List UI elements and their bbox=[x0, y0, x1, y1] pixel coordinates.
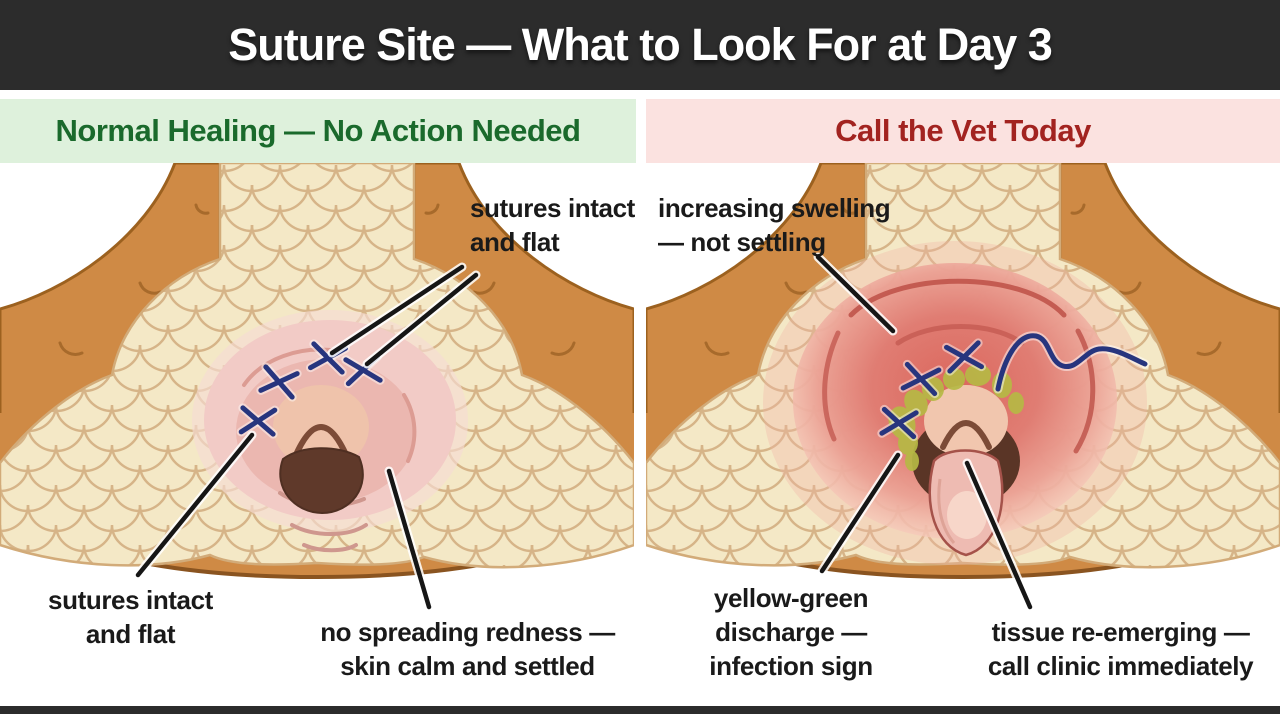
header-divider bbox=[636, 99, 646, 163]
label-line: and flat bbox=[85, 619, 176, 649]
label-line: sutures intact bbox=[470, 193, 635, 223]
illustration-panels: sutures intact and flat sutures intact a… bbox=[0, 163, 1280, 703]
label-line: no spreading redness — bbox=[320, 617, 615, 647]
label-no-spreading-redness: no spreading redness — skin calm and set… bbox=[295, 615, 640, 683]
suture-x-icon bbox=[256, 362, 302, 402]
normal-healing-panel: sutures intact and flat sutures intact a… bbox=[0, 163, 635, 703]
column-headers: Normal Healing — No Action Needed Call t… bbox=[0, 99, 1280, 163]
label-tissue-re-emerging: tissue re-emerging — call clinic immedia… bbox=[968, 615, 1273, 683]
label-line: — not settling bbox=[658, 227, 826, 257]
title-banner: Suture Site — What to Look For at Day 3 bbox=[0, 0, 1280, 90]
label-line: sutures intact bbox=[48, 585, 213, 615]
vent-opening bbox=[273, 385, 369, 553]
label-yellow-green-discharge: yellow-green discharge — infection sign bbox=[686, 581, 896, 683]
call-vet-panel: increasing swelling — not settling yello… bbox=[646, 163, 1280, 703]
label-line: and flat bbox=[470, 227, 560, 257]
suture-x-marks bbox=[877, 331, 1150, 442]
label-line: infection sign bbox=[709, 651, 873, 681]
label-line: increasing swelling bbox=[658, 193, 891, 223]
leader-lines bbox=[813, 252, 1035, 612]
label-sutures-intact-bottom: sutures intact and flat bbox=[18, 583, 243, 651]
suture-x-icon bbox=[877, 404, 921, 442]
suture-x-icon bbox=[898, 359, 944, 399]
label-line: yellow-green bbox=[713, 583, 869, 613]
normal-healing-header: Normal Healing — No Action Needed bbox=[0, 99, 636, 163]
label-line: tissue re-emerging — bbox=[991, 617, 1250, 647]
label-line: skin calm and settled bbox=[340, 651, 595, 681]
page-title: Suture Site — What to Look For at Day 3 bbox=[228, 19, 1053, 70]
infected-site-illustration bbox=[646, 163, 1280, 612]
loose-suture-thread bbox=[995, 333, 1148, 392]
leader-lines bbox=[133, 262, 481, 612]
suture-x-icon bbox=[941, 338, 987, 376]
bottom-strip bbox=[0, 706, 1280, 714]
label-sutures-intact-top: sutures intact and flat bbox=[470, 191, 635, 259]
panel-divider bbox=[634, 163, 646, 703]
label-increasing-swelling: increasing swelling — not settling bbox=[658, 191, 891, 259]
label-line: call clinic immediately bbox=[987, 651, 1254, 681]
normal-site-illustration bbox=[0, 163, 634, 612]
suture-x-icon bbox=[236, 403, 280, 439]
call-vet-header: Call the Vet Today bbox=[646, 99, 1280, 163]
normal-healing-header-text: Normal Healing — No Action Needed bbox=[55, 113, 581, 148]
label-line: discharge — bbox=[715, 617, 867, 647]
call-vet-header-text: Call the Vet Today bbox=[835, 113, 1091, 148]
